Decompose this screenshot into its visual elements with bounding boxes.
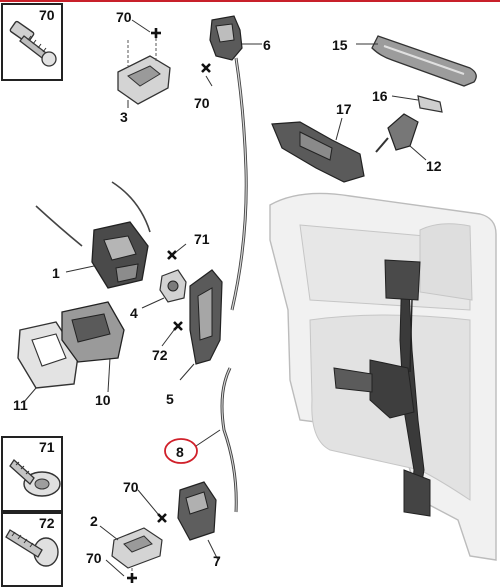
inset-71-label: 71 xyxy=(39,439,55,455)
callout-3: 3 xyxy=(120,109,128,125)
part-6-upper-lock xyxy=(209,15,262,311)
screw-72-icon xyxy=(5,529,59,567)
part-17-reinforcement xyxy=(271,117,365,183)
callout-71: 71 xyxy=(194,231,210,247)
top-rule xyxy=(0,0,500,2)
part-1-main-lock xyxy=(35,181,151,289)
callout-15: 15 xyxy=(332,37,348,53)
fastener-cross-icon xyxy=(149,26,163,40)
part-10-handle-housing xyxy=(61,301,125,393)
callout-70-bottom: 70 xyxy=(86,550,102,566)
part-5-inner-handle xyxy=(179,269,223,381)
callout-12: 12 xyxy=(426,158,442,174)
callout-8: 8 xyxy=(176,444,184,460)
part-8-lower-cable xyxy=(195,367,238,513)
fastener-cross-icon xyxy=(172,320,184,332)
callout-4: 4 xyxy=(130,305,138,321)
callout-16: 16 xyxy=(372,88,388,104)
callout-70-low: 70 xyxy=(123,479,139,495)
fastener-cross-icon xyxy=(125,571,139,585)
part-12-lock-cylinder xyxy=(375,113,427,161)
callout-70-mid: 70 xyxy=(194,95,210,111)
callout-17: 17 xyxy=(336,101,352,117)
door-panel xyxy=(269,192,497,561)
callout-2: 2 xyxy=(90,513,98,529)
part-3-bracket xyxy=(117,38,171,108)
callout-72: 72 xyxy=(152,347,168,363)
callout-11: 11 xyxy=(13,397,28,413)
callout-6: 6 xyxy=(263,37,271,53)
fastener-cross-icon xyxy=(156,512,168,524)
inset-72-label: 72 xyxy=(39,515,55,531)
callout-70-top: 70 xyxy=(116,9,132,25)
fastener-cross-icon xyxy=(166,249,178,261)
part-16-clip xyxy=(391,95,443,113)
screw-70-icon xyxy=(9,20,57,67)
callout-1: 1 xyxy=(52,265,60,281)
highlight-ring xyxy=(164,438,198,464)
part-4-pivot xyxy=(141,269,187,309)
callout-10: 10 xyxy=(95,392,111,408)
inset-70-label: 70 xyxy=(39,7,55,23)
callout-5: 5 xyxy=(166,391,174,407)
part-7-lower-lock xyxy=(177,481,219,561)
fastener-cross-icon xyxy=(200,62,212,74)
screw-71-icon xyxy=(9,459,61,497)
part-15-outer-handle xyxy=(356,35,477,87)
callout-7: 7 xyxy=(213,553,221,569)
part-2-lower-bracket xyxy=(99,525,163,574)
